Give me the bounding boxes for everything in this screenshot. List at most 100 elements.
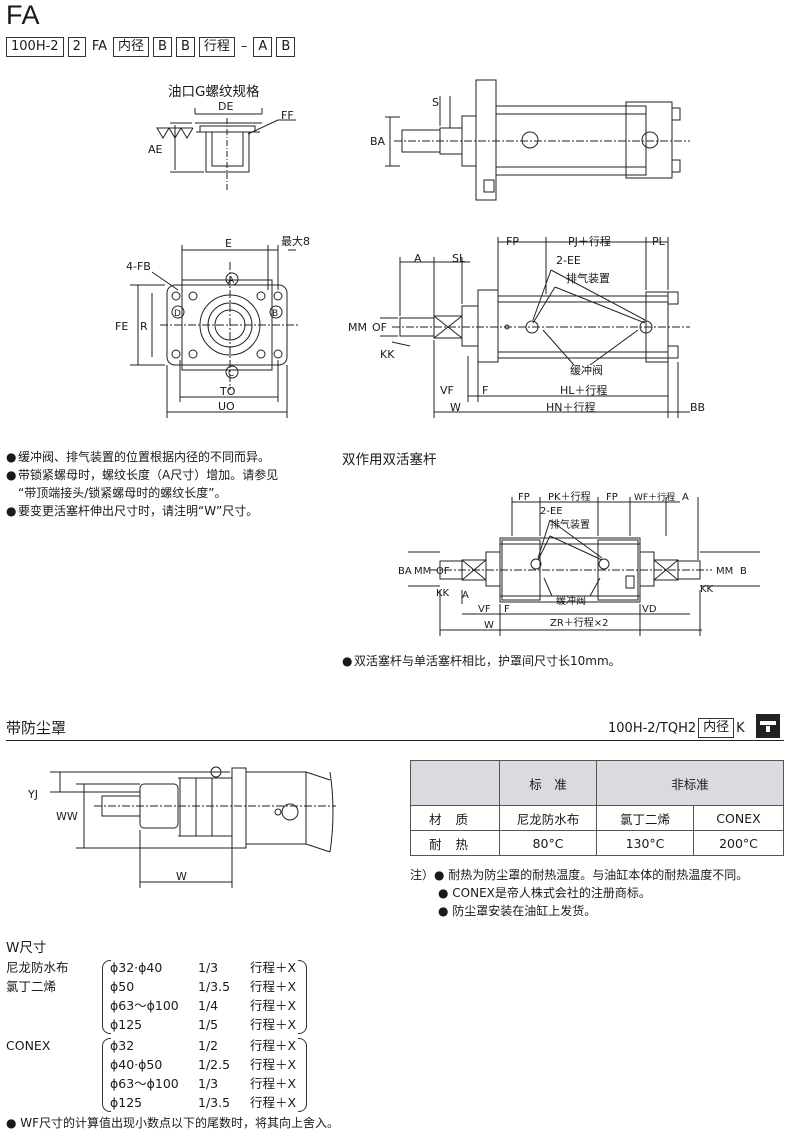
- w-size-material: 氯丁二烯: [6, 979, 57, 994]
- dr-label-2ee: 2-EE: [540, 506, 563, 517]
- w-size-cell: 行程＋X: [250, 1095, 297, 1110]
- w-size-cell: 1/3.5: [198, 1095, 231, 1110]
- dust-cover-code: 100H-2/TQH2 内径 K: [608, 718, 745, 738]
- dust-cover-icon: [756, 714, 780, 738]
- dc-label-w: W: [176, 870, 187, 883]
- dr-label-wf: WF＋行程: [634, 491, 675, 503]
- dr-label-pk: PK＋行程: [548, 490, 591, 503]
- label-circle-a: A: [228, 276, 235, 286]
- model-code-part: B: [175, 37, 195, 57]
- dr-label-vf: VF: [478, 604, 491, 615]
- label-a: A: [414, 252, 422, 265]
- label-circle-d: D: [174, 309, 181, 319]
- w-size-cell: 1/4: [198, 998, 219, 1013]
- dust-cover-table: 标 准 非标准 材质 尼龙防水布 氯丁二烯 CONEX 耐热 80°C 130°…: [410, 760, 784, 856]
- label-circle-c: C: [228, 369, 234, 379]
- model-code-part: 行程: [198, 37, 235, 57]
- label-ae: AE: [148, 143, 163, 156]
- label-ff: FF: [281, 109, 294, 122]
- dr-label-mm: MM: [414, 566, 431, 577]
- model-code-part: 2: [67, 37, 86, 57]
- double-rod-title: 双作用双活塞杆: [342, 452, 437, 468]
- w-size-cell: 1/3: [198, 960, 219, 975]
- side-view-drawing: S BA: [370, 79, 690, 201]
- w-size-cell: 行程＋X: [250, 1076, 297, 1091]
- table-header-row: 标 准 非标准: [410, 760, 784, 806]
- w-size-cell: 1/3: [198, 1076, 219, 1091]
- dr-label-b: B: [740, 566, 747, 577]
- dr-label-fp2: FP: [606, 492, 618, 503]
- table-row: 耐热 80°C 130°C 200°C: [410, 830, 784, 856]
- model-code-part: B: [153, 37, 172, 57]
- label-sl: SL: [452, 252, 466, 265]
- label-4fb: 4-FB: [126, 260, 151, 273]
- model-code-part: –: [240, 39, 248, 54]
- dc-label-yj: YJ: [27, 788, 38, 801]
- header-standard: 标 准: [499, 760, 597, 806]
- port-spec-drawing: DE FF AE: [148, 100, 296, 190]
- label-e: E: [225, 237, 232, 250]
- label-of: OF: [372, 321, 387, 334]
- note-2: 带锁紧螺母时，螺纹长度（A尺寸）增加。请参见: [18, 468, 279, 482]
- dr-label-mm2: MM: [716, 566, 733, 577]
- label-max8: 最大8: [281, 234, 310, 248]
- label-mm: MM: [348, 321, 367, 334]
- label-pj: PJ＋行程: [568, 235, 611, 248]
- label-hl: HL＋行程: [560, 384, 607, 397]
- double-rod-note: ●双活塞杆与单活塞杆相比，护罩间尺寸长10mm。: [342, 654, 621, 668]
- dr-label-bleed: 排气装置: [550, 518, 590, 531]
- notes: ●缓冲阀、排气装置的位置根据内径的不同而异。 ●带锁紧螺母时，螺纹长度（A尺寸）…: [6, 450, 279, 518]
- dust-cover-notes: 注）● 耐热为防尘罩的耐热温度。与油缸本体的耐热温度不同。 ● CONEX是帝人…: [410, 868, 749, 918]
- dr-label-kk: KK: [436, 588, 450, 599]
- w-size-title: W尺寸: [6, 940, 47, 956]
- w-size-cell: 行程＋X: [250, 960, 297, 975]
- dust-cover-drawing: YJ WW W: [27, 766, 336, 888]
- w-size-cell: 行程＋X: [250, 1057, 297, 1072]
- label-pl: PL: [652, 235, 666, 248]
- dr-label-fp: FP: [518, 492, 530, 503]
- left-bracket: [102, 960, 111, 1034]
- w-size-cell: 1/3.5: [198, 979, 231, 994]
- w-size-cell: ϕ63～ϕ100: [110, 998, 179, 1013]
- label-w: W: [450, 401, 461, 414]
- label-de: DE: [218, 100, 233, 113]
- main-view-drawing: FP PJ＋行程 PL A SL 2-EE 排气装置 MM OF KK 缓冲阀 …: [348, 235, 705, 418]
- label-cushion: 缓冲阀: [570, 363, 603, 377]
- w-size-cell: ϕ32: [110, 1038, 135, 1053]
- label-hn: HN＋行程: [546, 401, 596, 414]
- model-code-part: A: [253, 37, 273, 57]
- dr-label-zr: ZR＋行程×2: [550, 616, 609, 629]
- page-title: FA: [6, 0, 41, 30]
- left-bracket: [102, 1038, 111, 1112]
- double-rod-drawing: FP PK＋行程 FP WF＋行程 A 2-EE 排气装置 BA MM OF M…: [398, 490, 760, 636]
- label-bb: BB: [690, 401, 705, 414]
- w-size-cell: ϕ40·ϕ50: [110, 1057, 163, 1072]
- w-size-cell: ϕ125: [110, 1095, 143, 1110]
- port-spec-title: 油口G螺纹规格: [168, 84, 260, 100]
- table-row: 材质 尼龙防水布 氯丁二烯 CONEX: [410, 805, 784, 831]
- label-ba: BA: [370, 135, 386, 148]
- w-size-cell: ϕ32·ϕ40: [110, 960, 163, 975]
- dr-label-vd: VD: [642, 604, 657, 615]
- w-size-cell: 1/5: [198, 1017, 219, 1032]
- w-size-cell: ϕ50: [110, 979, 135, 994]
- label-fp: FP: [506, 235, 519, 248]
- label-f: F: [482, 384, 488, 397]
- note-2b: “带顶端接头/锁紧螺母时的螺纹长度”。: [18, 486, 227, 500]
- w-size-cell: 行程＋X: [250, 1038, 297, 1053]
- w-size-cell: ϕ63～ϕ100: [110, 1076, 179, 1091]
- right-bracket: [298, 960, 307, 1034]
- model-code-part: 100H-2: [6, 37, 64, 57]
- dr-label-cushion: 缓冲阀: [556, 594, 586, 607]
- w-size-cell: 行程＋X: [250, 998, 297, 1013]
- w-size-cell: 1/2: [198, 1038, 219, 1053]
- dr-label-kk2: KK: [700, 584, 714, 595]
- model-code-part: B: [276, 37, 296, 57]
- dc-label-ww: WW: [56, 810, 78, 823]
- label-vf: VF: [440, 384, 454, 397]
- divider: [6, 740, 784, 741]
- w-size-footnote: ● WF尺寸的计算值出现小数点以下的尾数时，将其向上舍入。: [6, 1116, 340, 1130]
- note-1: 缓冲阀、排气装置的位置根据内径的不同而异。: [18, 450, 271, 464]
- dr-label-f: F: [504, 604, 510, 615]
